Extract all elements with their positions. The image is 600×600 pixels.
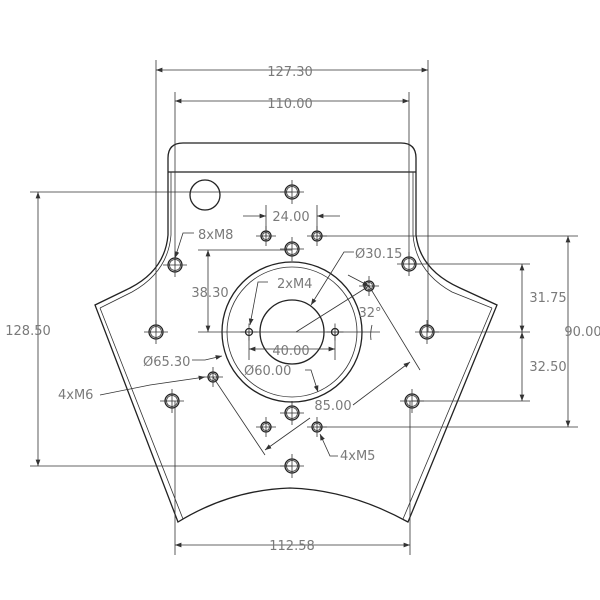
callout-bore-dia: Ø30.15 — [355, 247, 402, 262]
callout-outer-ring-dia: Ø65.30 — [143, 355, 190, 370]
callout-m8: 8xM8 — [198, 228, 233, 243]
m8-hole — [280, 237, 304, 261]
callout-m6: 4xM6 — [58, 388, 93, 403]
dim-overall-width: 127.30 — [267, 65, 313, 80]
callout-inner-ring-dia: Ø60.00 — [244, 364, 291, 379]
dim-right-height: 90.00 — [564, 325, 600, 340]
callout-m4: 2xM4 — [277, 277, 312, 292]
dimension-labels: 127.30 110.00 24.00 8xM8 Ø30.15 2xM4 38.… — [5, 65, 600, 554]
dimension-lines — [30, 60, 578, 555]
large-hole — [189, 179, 221, 211]
dim-center-holes-spacing: 24.00 — [272, 210, 309, 225]
part-outline — [94, 142, 498, 523]
dim-diagonal: 85.00 — [314, 399, 351, 414]
dim-lower-right-offset: 32.50 — [529, 360, 566, 375]
m8-hole — [280, 401, 304, 425]
dim-inner-width: 110.00 — [267, 97, 313, 112]
dim-angle: 32° — [358, 306, 381, 321]
small-hole — [256, 417, 276, 437]
dim-overall-height: 128.50 — [5, 324, 51, 339]
dim-bottom-width: 112.58 — [269, 539, 315, 554]
callout-m5: 4xM5 — [340, 449, 375, 464]
dim-center-offset: 38.30 — [191, 286, 228, 301]
dim-m4-spacing: 40.00 — [272, 344, 309, 359]
dim-upper-right-offset: 31.75 — [529, 291, 566, 306]
m8-hole — [160, 389, 184, 413]
